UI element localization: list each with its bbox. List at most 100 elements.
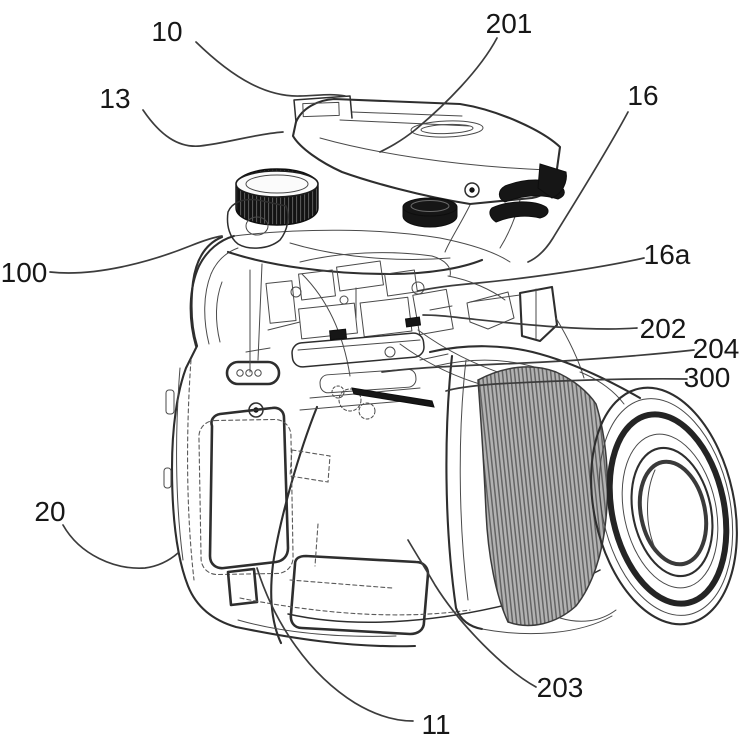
mechanism-part <box>360 297 412 337</box>
front-rim-ring2 <box>581 386 740 628</box>
evf-hump-inner2 <box>216 282 222 342</box>
mechanism-part <box>413 289 453 334</box>
side-dashed-line <box>188 360 194 580</box>
leader-201 <box>380 38 497 152</box>
ref-label-16: 16 <box>627 80 658 111</box>
cover-recess-inner <box>421 124 473 135</box>
grip-door-dashed <box>199 419 294 575</box>
ref-label-202: 202 <box>640 313 687 344</box>
mechanism-arm <box>448 276 505 300</box>
lens-bottom-edge <box>482 616 612 634</box>
ref-label-16a: 16a <box>644 239 691 270</box>
leader-202 <box>423 315 637 329</box>
gear <box>359 403 375 419</box>
sub-dial <box>403 198 457 227</box>
circuit-board-edge <box>352 388 434 407</box>
mechanism-cylinder <box>291 332 425 367</box>
mechanism-part <box>246 288 452 360</box>
deck-bracket <box>227 200 288 249</box>
slot-hole <box>237 370 243 376</box>
front-dark-bezel <box>593 403 740 614</box>
mode-dial <box>236 169 318 225</box>
grip-door-latch <box>228 569 257 605</box>
lens-top-inner <box>436 360 538 368</box>
ref-labels: 10 13 100 201 16 16a 202 204 300 20 203 … <box>1 8 740 740</box>
slot-hole <box>246 370 252 376</box>
ring-transition-bottom <box>560 610 616 621</box>
lens <box>430 346 740 638</box>
evf-hump-inner <box>205 248 238 344</box>
lens-rear-silhouette <box>446 356 482 629</box>
leader-10 <box>196 42 345 96</box>
leader-13 <box>143 110 283 146</box>
internal-mechanism <box>246 200 520 419</box>
hot-shoe-plate <box>303 102 339 116</box>
bottom-plate-inner <box>238 620 396 636</box>
mechanism-screw <box>385 347 395 357</box>
flash-reflector <box>538 164 566 198</box>
leader-20 <box>63 525 178 568</box>
evf-hump <box>191 236 234 346</box>
side-button <box>164 468 171 488</box>
grip-door <box>210 408 288 568</box>
top-deck-edge <box>228 252 482 274</box>
ref-label-13: 13 <box>99 83 130 114</box>
slot-hole <box>255 370 261 376</box>
hot-shoe <box>294 96 352 122</box>
cover-recess <box>411 120 484 139</box>
mechanism-brace <box>300 253 450 276</box>
rear-deck-line <box>234 230 510 262</box>
bracket-hole <box>246 217 268 235</box>
viewfinder-eyecup <box>520 287 557 341</box>
bottom-dashed2 <box>290 580 392 588</box>
strap-slot <box>227 362 279 384</box>
leader-204 <box>382 350 694 372</box>
front-grip-dashed <box>290 450 330 482</box>
mode-dial-top-ring <box>246 175 308 193</box>
leader-16 <box>528 112 628 262</box>
gear <box>332 386 344 398</box>
hinge-arm <box>445 205 470 252</box>
ref-label-201: 201 <box>486 8 533 39</box>
lens-rear-contour <box>460 360 468 600</box>
flash-wing-lower <box>490 202 548 222</box>
front-rim-ring4 <box>609 425 731 597</box>
mechanism-part <box>299 270 336 300</box>
gear <box>339 389 361 411</box>
mechanism-rail <box>319 369 416 394</box>
leader-11 <box>257 568 413 721</box>
leader-lines <box>50 38 694 721</box>
glass-reflection <box>648 470 656 548</box>
mechanism-part <box>266 281 296 323</box>
leader-203 <box>408 540 536 687</box>
leader-100 <box>50 236 222 273</box>
front-rim-outer <box>571 374 740 638</box>
flash-pivot <box>465 183 479 197</box>
mechanism-dark-part <box>330 329 347 340</box>
mechanism-part <box>298 340 420 350</box>
ref-label-20: 20 <box>34 496 65 527</box>
zoom-ring-ribbed <box>478 367 608 626</box>
leader-300 <box>446 379 687 391</box>
ring-transition-top <box>580 372 624 404</box>
bottom-dashed3 <box>315 524 318 566</box>
top-cover-ridge <box>340 112 470 126</box>
side-button <box>166 390 174 414</box>
deck-slope-line <box>290 243 450 259</box>
front-glass-inner <box>631 455 715 570</box>
mechanism-screw <box>291 287 301 297</box>
ref-label-203: 203 <box>537 672 584 703</box>
flash-pivot-center <box>470 188 474 192</box>
ref-label-300: 300 <box>684 362 731 393</box>
grip-front-edge <box>271 407 317 643</box>
lens-top-silhouette <box>430 346 640 398</box>
mechanism-screw <box>340 296 348 304</box>
mechanism-screw <box>412 282 424 294</box>
ref-label-10: 10 <box>151 16 182 47</box>
grip-top-curve <box>302 274 350 376</box>
ref-label-204: 204 <box>693 333 740 364</box>
ref-label-100: 100 <box>1 257 48 288</box>
mechanism-part <box>385 270 418 296</box>
